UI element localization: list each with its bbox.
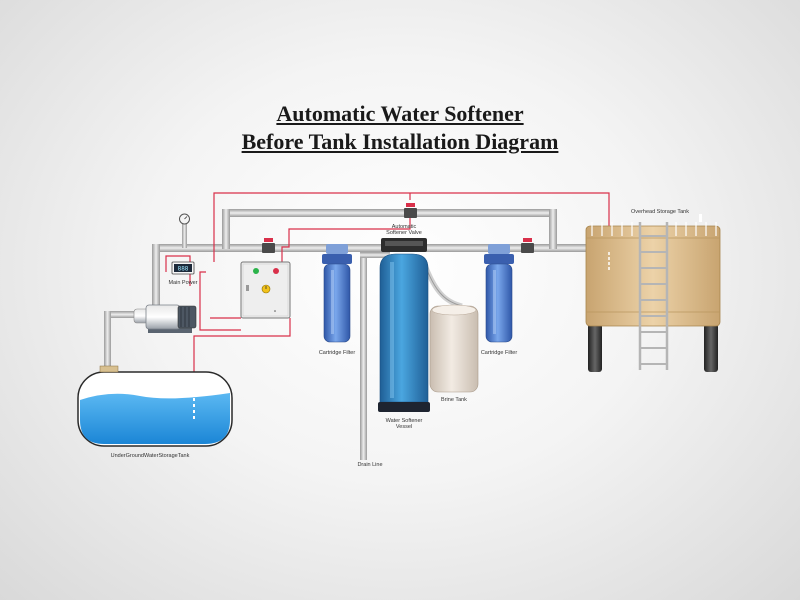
overhead-tank-label: Overhead Storage Tank (631, 209, 689, 215)
cartridge-filter-1 (322, 244, 352, 343)
valve-left-icon (262, 238, 275, 253)
pump-power-wire (199, 271, 241, 331)
bypass-pipe (222, 209, 557, 217)
main-power-label: Main Power (168, 280, 197, 286)
suction-pipe (104, 311, 111, 371)
brine-tank-label: Brine Tank (441, 397, 467, 403)
diagram-title-line1: Automatic Water Softener (276, 101, 524, 126)
vessel-label-1: Water Softener (386, 418, 423, 424)
valve-top-icon (404, 203, 417, 218)
drain-pipe (360, 254, 367, 460)
brine-hose (421, 261, 463, 309)
underground-water (80, 393, 230, 444)
water-pump (133, 304, 197, 333)
underground-tank-label: UnderGroundWaterStorageTank (111, 453, 190, 459)
green-indicator-light (253, 268, 259, 274)
meter-display: 888 (178, 266, 189, 273)
underground-storage-tank (77, 365, 233, 447)
valve-wire (281, 217, 411, 262)
cartridge-filter-1-label: Cartridge Filter (319, 350, 356, 356)
control-panel (240, 261, 291, 319)
pressure-gauge-icon (179, 213, 190, 225)
cartridge-filter-2-label: Cartridge Filter (481, 350, 518, 356)
red-indicator-light (273, 268, 279, 274)
vessel-label-2: Vessel (396, 424, 412, 430)
main-power-meter: 888 (171, 261, 195, 275)
brine-tank (429, 304, 479, 393)
softener-valve-label-1: Automatic (392, 224, 417, 230)
ladder (638, 222, 669, 370)
overhead-storage-tank (585, 214, 721, 372)
softener-valve-label-2: Softener Valve (386, 230, 422, 236)
diagram-title-line2: Before Tank Installation Diagram (241, 129, 559, 154)
softener-valve (381, 238, 427, 252)
cartridge-filter-2 (484, 244, 514, 343)
valve-right-icon (521, 238, 534, 253)
drain-line-label: Drain Line (357, 462, 382, 468)
softener-vessel (378, 253, 430, 412)
